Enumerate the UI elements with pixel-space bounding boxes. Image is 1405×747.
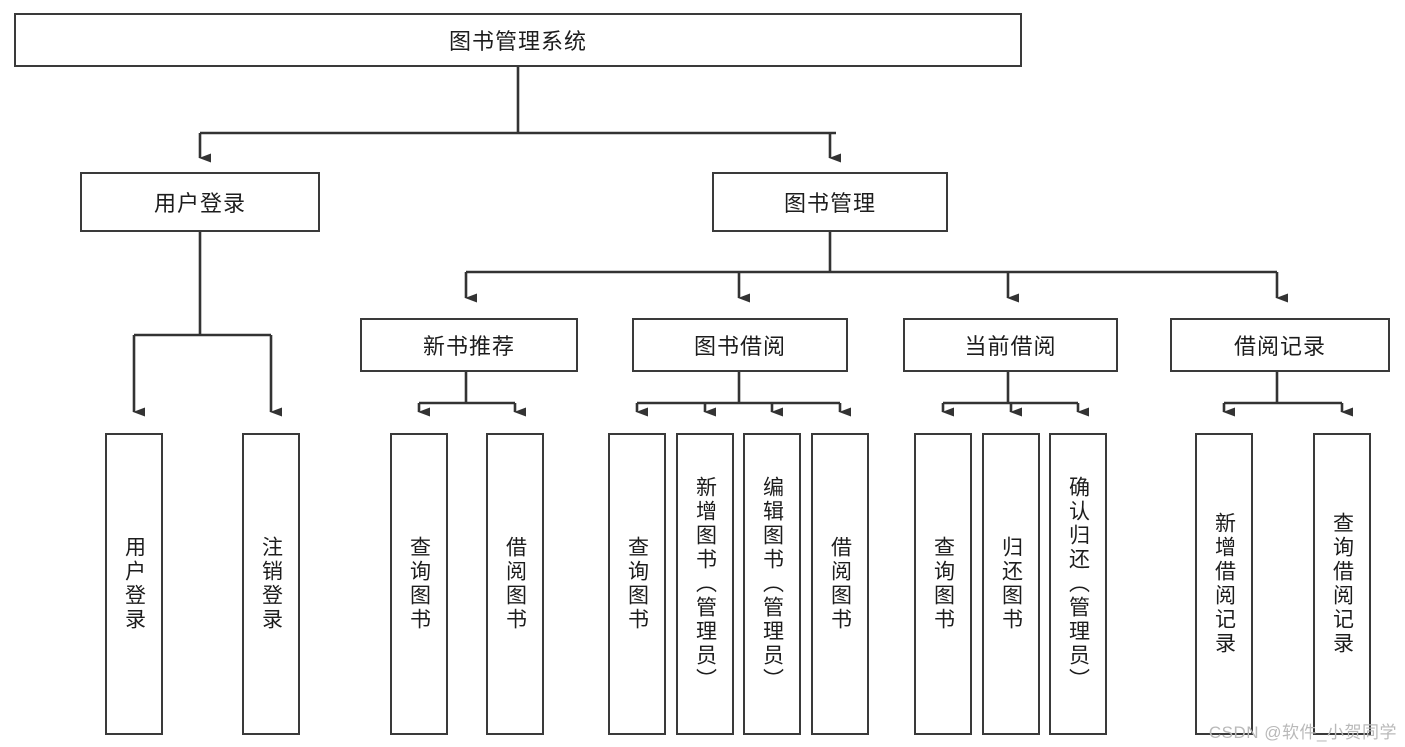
node-leaf-borrow-book-2[interactable]: 借阅图书 <box>811 433 869 735</box>
node-leaf-query-book-3[interactable]: 查询图书 <box>914 433 972 735</box>
node-leaf-logout-login[interactable]: 注销登录 <box>242 433 300 735</box>
node-leaf-return-book[interactable]: 归还图书 <box>982 433 1040 735</box>
node-leaf-add-book-label: 新增图书（管理员） <box>693 476 717 692</box>
node-current-borrow[interactable]: 当前借阅 <box>903 318 1118 372</box>
node-leaf-borrow-book-1[interactable]: 借阅图书 <box>486 433 544 735</box>
node-leaf-logout-login-label: 注销登录 <box>259 536 283 632</box>
node-leaf-query-book-1-label: 查询图书 <box>407 536 431 632</box>
node-leaf-user-login-label: 用户登录 <box>122 536 146 632</box>
watermark-text: CSDN @软件_小贺同学 <box>1208 723 1397 742</box>
node-book-borrow-label: 图书借阅 <box>693 334 786 359</box>
node-leaf-query-book-3-label: 查询图书 <box>931 536 955 632</box>
node-leaf-add-record[interactable]: 新增借阅记录 <box>1195 433 1253 735</box>
node-book-manage-label: 图书管理 <box>783 191 876 216</box>
node-leaf-query-book-2-label: 查询图书 <box>625 536 649 632</box>
node-leaf-confirm-return-label: 确认归还（管理员） <box>1066 476 1090 692</box>
node-leaf-edit-book[interactable]: 编辑图书（管理员） <box>743 433 801 735</box>
node-new-book-recommend[interactable]: 新书推荐 <box>360 318 578 372</box>
node-leaf-query-record[interactable]: 查询借阅记录 <box>1313 433 1371 735</box>
node-borrow-record-label: 借阅记录 <box>1233 334 1326 359</box>
node-root-label: 图书管理系统 <box>448 29 587 54</box>
node-book-manage[interactable]: 图书管理 <box>712 172 948 232</box>
node-user-login[interactable]: 用户登录 <box>80 172 320 232</box>
node-leaf-query-book-2[interactable]: 查询图书 <box>608 433 666 735</box>
node-borrow-record[interactable]: 借阅记录 <box>1170 318 1390 372</box>
node-leaf-query-book-1[interactable]: 查询图书 <box>390 433 448 735</box>
node-book-borrow[interactable]: 图书借阅 <box>632 318 848 372</box>
node-leaf-borrow-book-2-label: 借阅图书 <box>828 536 852 632</box>
node-leaf-edit-book-label: 编辑图书（管理员） <box>760 476 784 692</box>
node-root[interactable]: 图书管理系统 <box>14 13 1022 67</box>
node-leaf-return-book-label: 归还图书 <box>999 536 1023 632</box>
node-leaf-add-record-label: 新增借阅记录 <box>1212 512 1236 656</box>
node-leaf-query-record-label: 查询借阅记录 <box>1330 512 1354 656</box>
node-leaf-user-login[interactable]: 用户登录 <box>105 433 163 735</box>
node-leaf-add-book[interactable]: 新增图书（管理员） <box>676 433 734 735</box>
node-leaf-confirm-return[interactable]: 确认归还（管理员） <box>1049 433 1107 735</box>
node-current-borrow-label: 当前借阅 <box>964 334 1057 359</box>
node-leaf-borrow-book-1-label: 借阅图书 <box>503 536 527 632</box>
node-user-login-label: 用户登录 <box>153 191 246 216</box>
node-new-book-recommend-label: 新书推荐 <box>422 334 515 359</box>
